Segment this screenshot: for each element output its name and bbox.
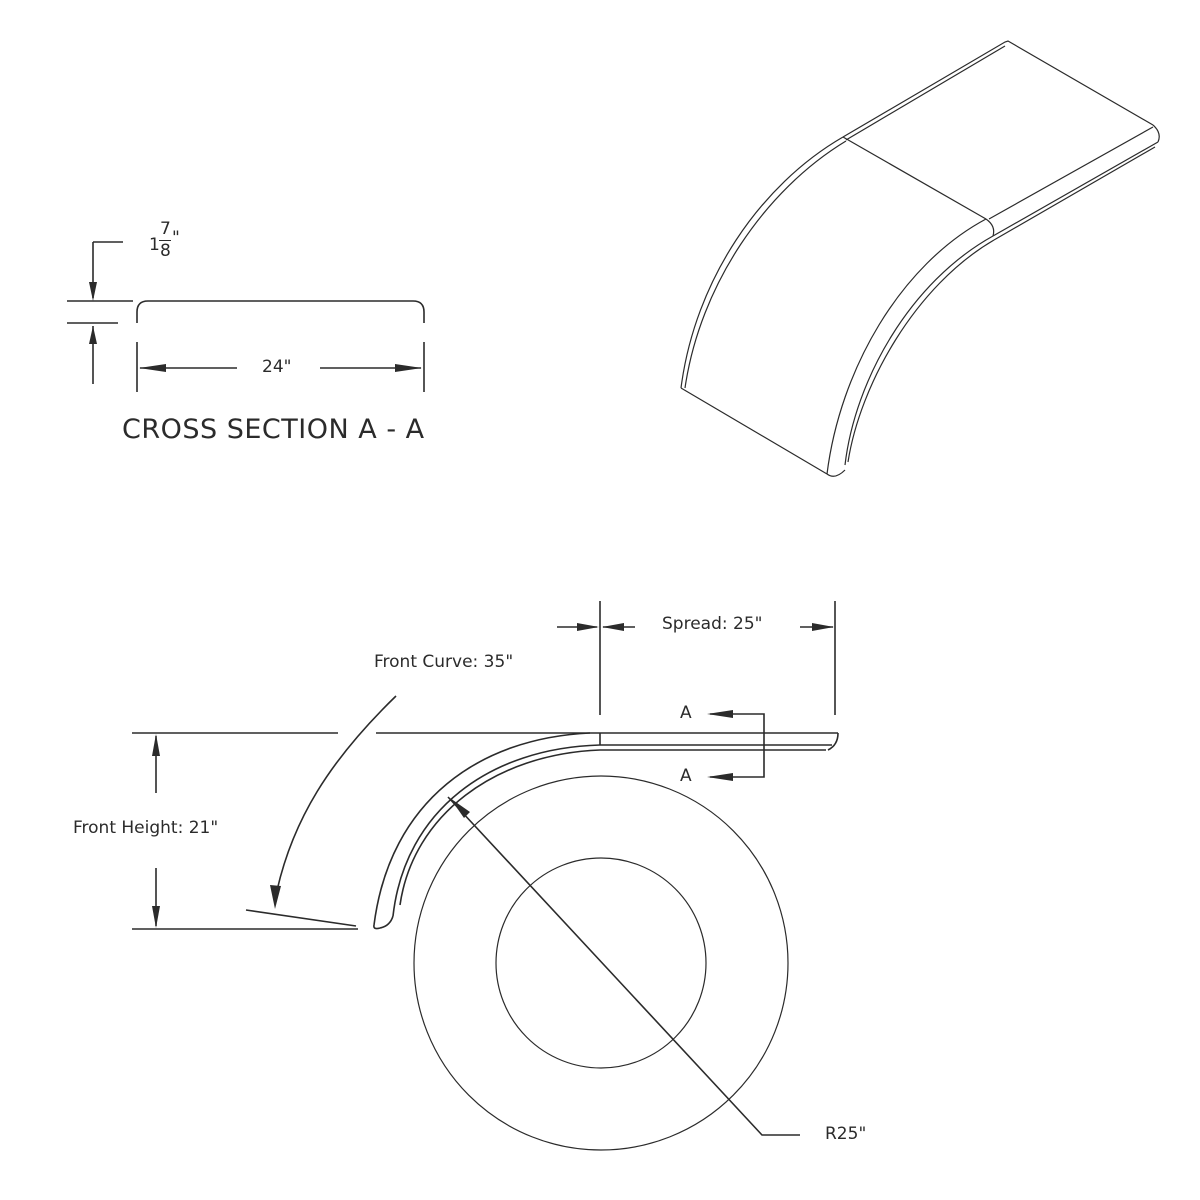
rim-circle bbox=[495, 857, 707, 1069]
thickness-whole: 1 bbox=[149, 235, 160, 255]
side-view-drawing bbox=[132, 601, 839, 1151]
tire-circle bbox=[413, 775, 789, 1151]
thickness-numerator: 7 bbox=[160, 219, 171, 239]
width-dimension-label: 24" bbox=[262, 357, 292, 377]
fraction-bar bbox=[159, 240, 171, 241]
front-curve-label: Front Curve: 35" bbox=[374, 652, 514, 672]
radius-label: R25" bbox=[825, 1124, 867, 1144]
cross-section-drawing bbox=[67, 241, 425, 392]
front-height-label: Front Height: 21" bbox=[73, 818, 219, 838]
thickness-unit: " bbox=[172, 228, 180, 248]
spread-label: Spread: 25" bbox=[662, 614, 763, 634]
section-marker-top: A bbox=[680, 703, 692, 723]
isometric-fender-view bbox=[680, 40, 1160, 477]
cross-section-title: CROSS SECTION A - A bbox=[122, 414, 425, 445]
section-marker-bottom: A bbox=[680, 766, 692, 786]
thickness-denominator: 8 bbox=[160, 241, 171, 261]
